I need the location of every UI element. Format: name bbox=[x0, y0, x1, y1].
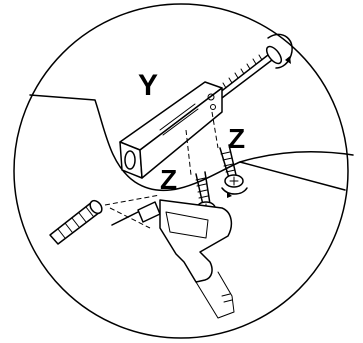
label-bracket-y: Y bbox=[138, 69, 158, 102]
label-screw-left-z: Z bbox=[160, 164, 177, 195]
label-screw-right-z: Z bbox=[228, 123, 245, 154]
diagram-circle-frame bbox=[14, 4, 348, 338]
